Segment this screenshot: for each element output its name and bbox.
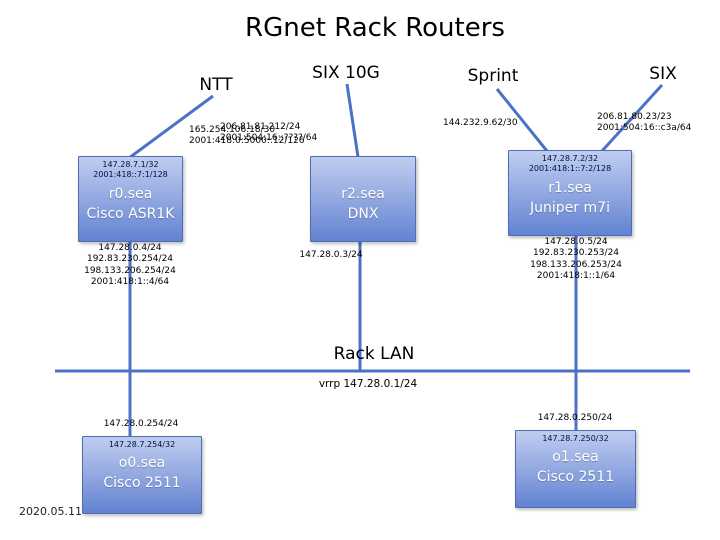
uplink-ntt-addresses: 165.254.106.18/30 2001:418:0:5000::12/12…: [189, 125, 305, 147]
console-o1-model: Cisco 2511: [536, 469, 615, 486]
link-sprint-r1: [495, 88, 549, 152]
console-o0-lan-address: 147.28.0.254/24: [103, 419, 179, 429]
rack-lan-label: Rack LAN: [333, 344, 415, 364]
console-o0-model: Cisco 2511: [103, 475, 181, 492]
console-o0: 147.28.7.254/32 o0.sea Cisco 2511: [82, 436, 202, 514]
console-o1-name: o1.sea: [552, 449, 599, 466]
router-r1-lan-addresses: 147.28.0.5/24 192.83.230.253/24 198.133.…: [530, 237, 622, 281]
uplink-ntt-label: NTT: [199, 75, 233, 95]
router-r0-model: Cisco ASR1K: [86, 205, 175, 222]
router-r2-spacer: [311, 157, 415, 181]
console-o1: 147.28.7.250/32 o1.sea Cisco 2511: [515, 430, 636, 508]
uplink-six10g-label: SIX 10G: [312, 63, 380, 83]
console-o1-lan-address: 147.28.0.250/24: [537, 413, 613, 423]
router-r2-model: DNX: [347, 206, 379, 222]
router-r0: 147.28.7.1/32 2001:418::7:1/128 r0.sea C…: [78, 156, 183, 242]
router-r2-name: r2.sea: [341, 186, 385, 202]
router-r1-model: Juniper m7i: [530, 199, 610, 216]
router-r0-loopbacks: 147.28.7.1/32 2001:418::7:1/128: [93, 160, 168, 180]
uplink-sprint-addresses: 144.232.9.62/30: [443, 118, 518, 128]
slide-date: 2020.05.11: [19, 505, 82, 518]
router-r1-name: r1.sea: [548, 179, 592, 196]
uplink-sprint-label: Sprint: [467, 66, 519, 86]
console-o1-loopback: 147.28.7.250/32: [542, 434, 609, 443]
console-o0-loopback: 147.28.7.254/32: [108, 440, 176, 449]
router-r0-name: r0.sea: [108, 185, 153, 202]
rack-lan-vrrp: vrrp 147.28.0.1/24: [318, 378, 418, 390]
link-six10g-r2: [345, 83, 360, 158]
uplink-six-addresses: 206.81.80.23/23 2001:504:16::c3a/64: [597, 112, 692, 134]
uplink-six10g-addresses: 206.81.81.212/24 2001:504:16::????/64: [220, 122, 318, 144]
uplink-six-label: SIX: [649, 64, 677, 84]
router-r0-lan-addresses: 147.28.0.4/24 192.83.230.254/24 198.133.…: [84, 243, 176, 287]
router-r2-lan-addresses: 147.28.0.3/24: [299, 250, 363, 260]
link-ntt-r0: [128, 94, 214, 160]
link-six-r1: [600, 83, 664, 153]
router-r1-loopbacks: 147.28.7.2/32 2001:418:1::7:2/128: [528, 154, 612, 174]
diagram-title: RGnet Rack Routers: [245, 13, 505, 43]
router-r1: 147.28.7.2/32 2001:418:1::7:2/128 r1.sea…: [508, 150, 632, 236]
router-r2: r2.sea DNX: [310, 156, 416, 242]
console-o0-name: o0.sea: [118, 455, 166, 472]
